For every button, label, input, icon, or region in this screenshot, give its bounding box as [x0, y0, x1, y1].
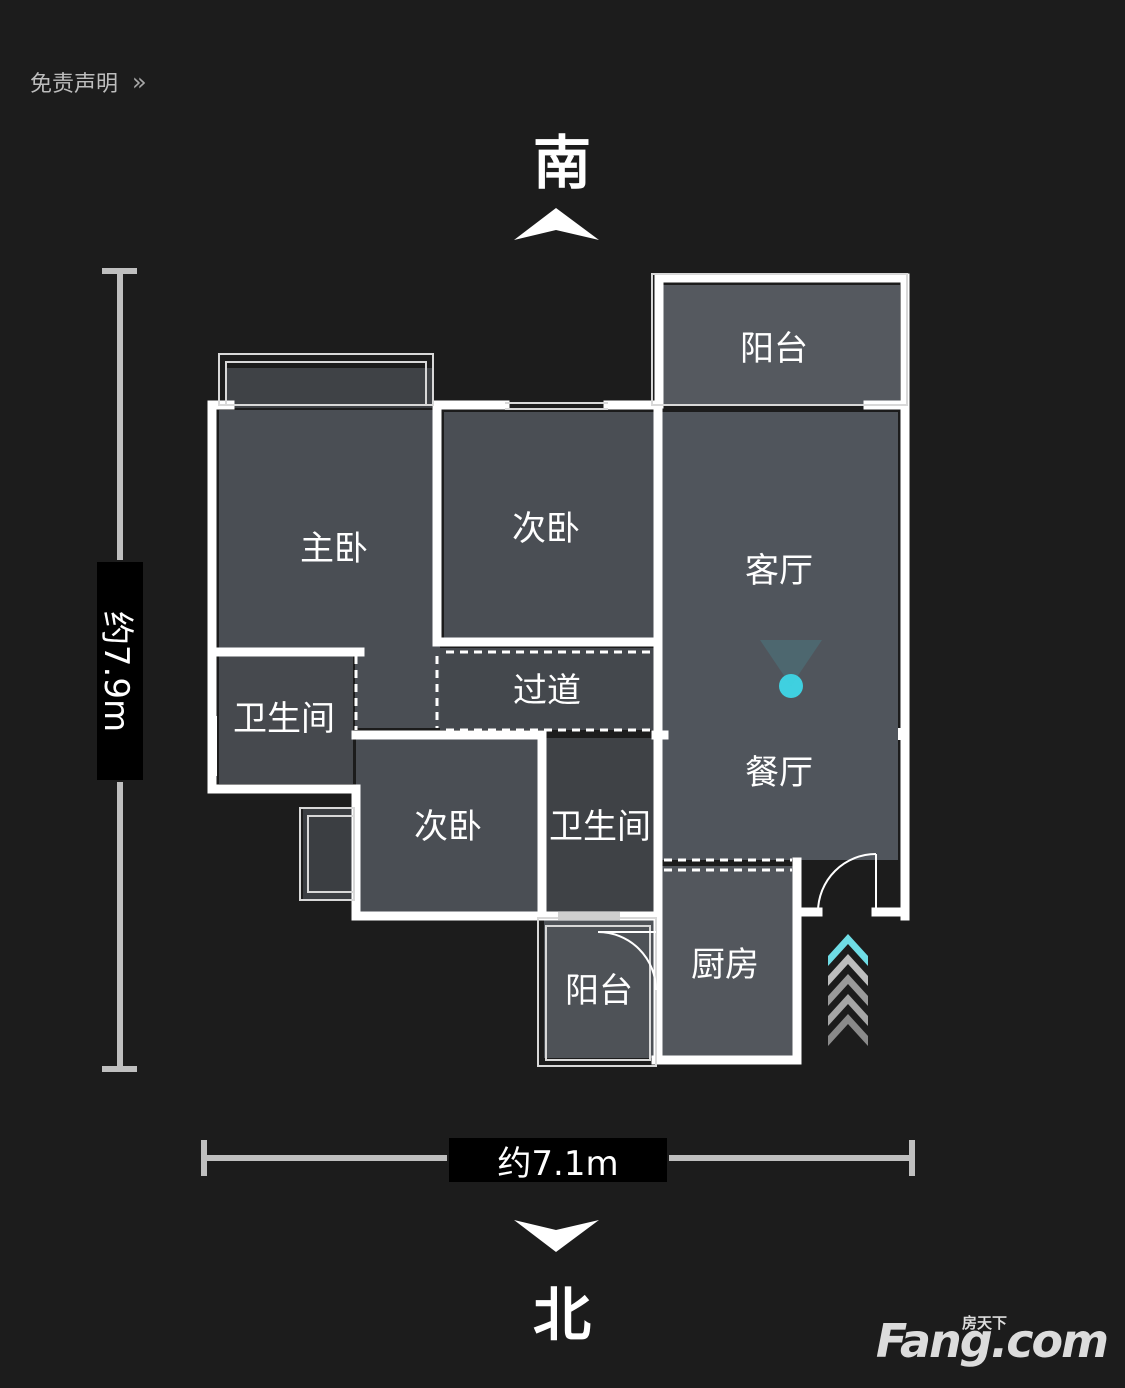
- fang-logo: 房天下 Fang.com: [875, 1314, 1109, 1368]
- room-bathroom-left: [219, 656, 353, 784]
- label-balcony-top: 阳台: [740, 329, 808, 369]
- compass-south-label: 南: [532, 129, 591, 197]
- vertical-dimension-text: 约7.9m: [96, 610, 137, 732]
- room-hallway: [440, 648, 660, 730]
- label-master-bedroom: 主卧: [300, 529, 368, 569]
- current-position-marker: [779, 674, 803, 698]
- room-kitchen: [662, 866, 794, 1056]
- room-fills: [219, 285, 900, 1058]
- label-kitchen: 厨房: [691, 945, 759, 985]
- vertical-dimension-label: 约7.9m: [97, 562, 143, 780]
- label-living-room: 客厅: [745, 551, 813, 591]
- room-balcony-top: [660, 285, 900, 405]
- fang-logo-cn: 房天下: [961, 1314, 1007, 1332]
- disclaimer-label: 免责声明: [30, 72, 119, 97]
- label-second-bedroom-top: 次卧: [512, 509, 580, 549]
- label-dining-room: 餐厅: [745, 753, 813, 793]
- label-second-bedroom-bottom: 次卧: [414, 807, 482, 847]
- label-hallway: 过道: [513, 671, 581, 711]
- room-balcony-strip-master: [226, 368, 432, 408]
- horizontal-dimension-line: [201, 1140, 915, 1176]
- vertical-dimension-line: [102, 268, 137, 1072]
- fang-logo-en: Fang.com: [875, 1314, 1109, 1368]
- view-cone: [760, 640, 822, 686]
- arrow-up-icon: [514, 208, 599, 240]
- room-master-bedroom: [219, 410, 437, 650]
- arrow-down-icon: [514, 1220, 599, 1252]
- room-bay-window: [303, 808, 353, 900]
- room-second-bedroom-bottom: [356, 738, 542, 912]
- horizontal-dimension-label: 约7.1m: [449, 1138, 667, 1184]
- door-swings: [597, 853, 877, 991]
- compass-north-label: 北: [532, 1281, 591, 1349]
- room-bathroom-middle: [546, 738, 654, 912]
- label-balcony-bottom: 阳台: [565, 971, 633, 1011]
- label-bathroom-left: 卫生间: [233, 699, 335, 739]
- railings: [218, 273, 908, 1067]
- dashed-openings: [354, 650, 792, 872]
- window-markers: [209, 716, 906, 920]
- label-bathroom-middle: 卫生间: [549, 807, 651, 847]
- room-master-extension: [355, 640, 440, 728]
- entrance-arrows-icon: [828, 934, 868, 1046]
- room-living-dining: [662, 412, 898, 860]
- room-second-bedroom-top: [444, 412, 656, 644]
- room-balcony-bottom: [544, 918, 656, 1058]
